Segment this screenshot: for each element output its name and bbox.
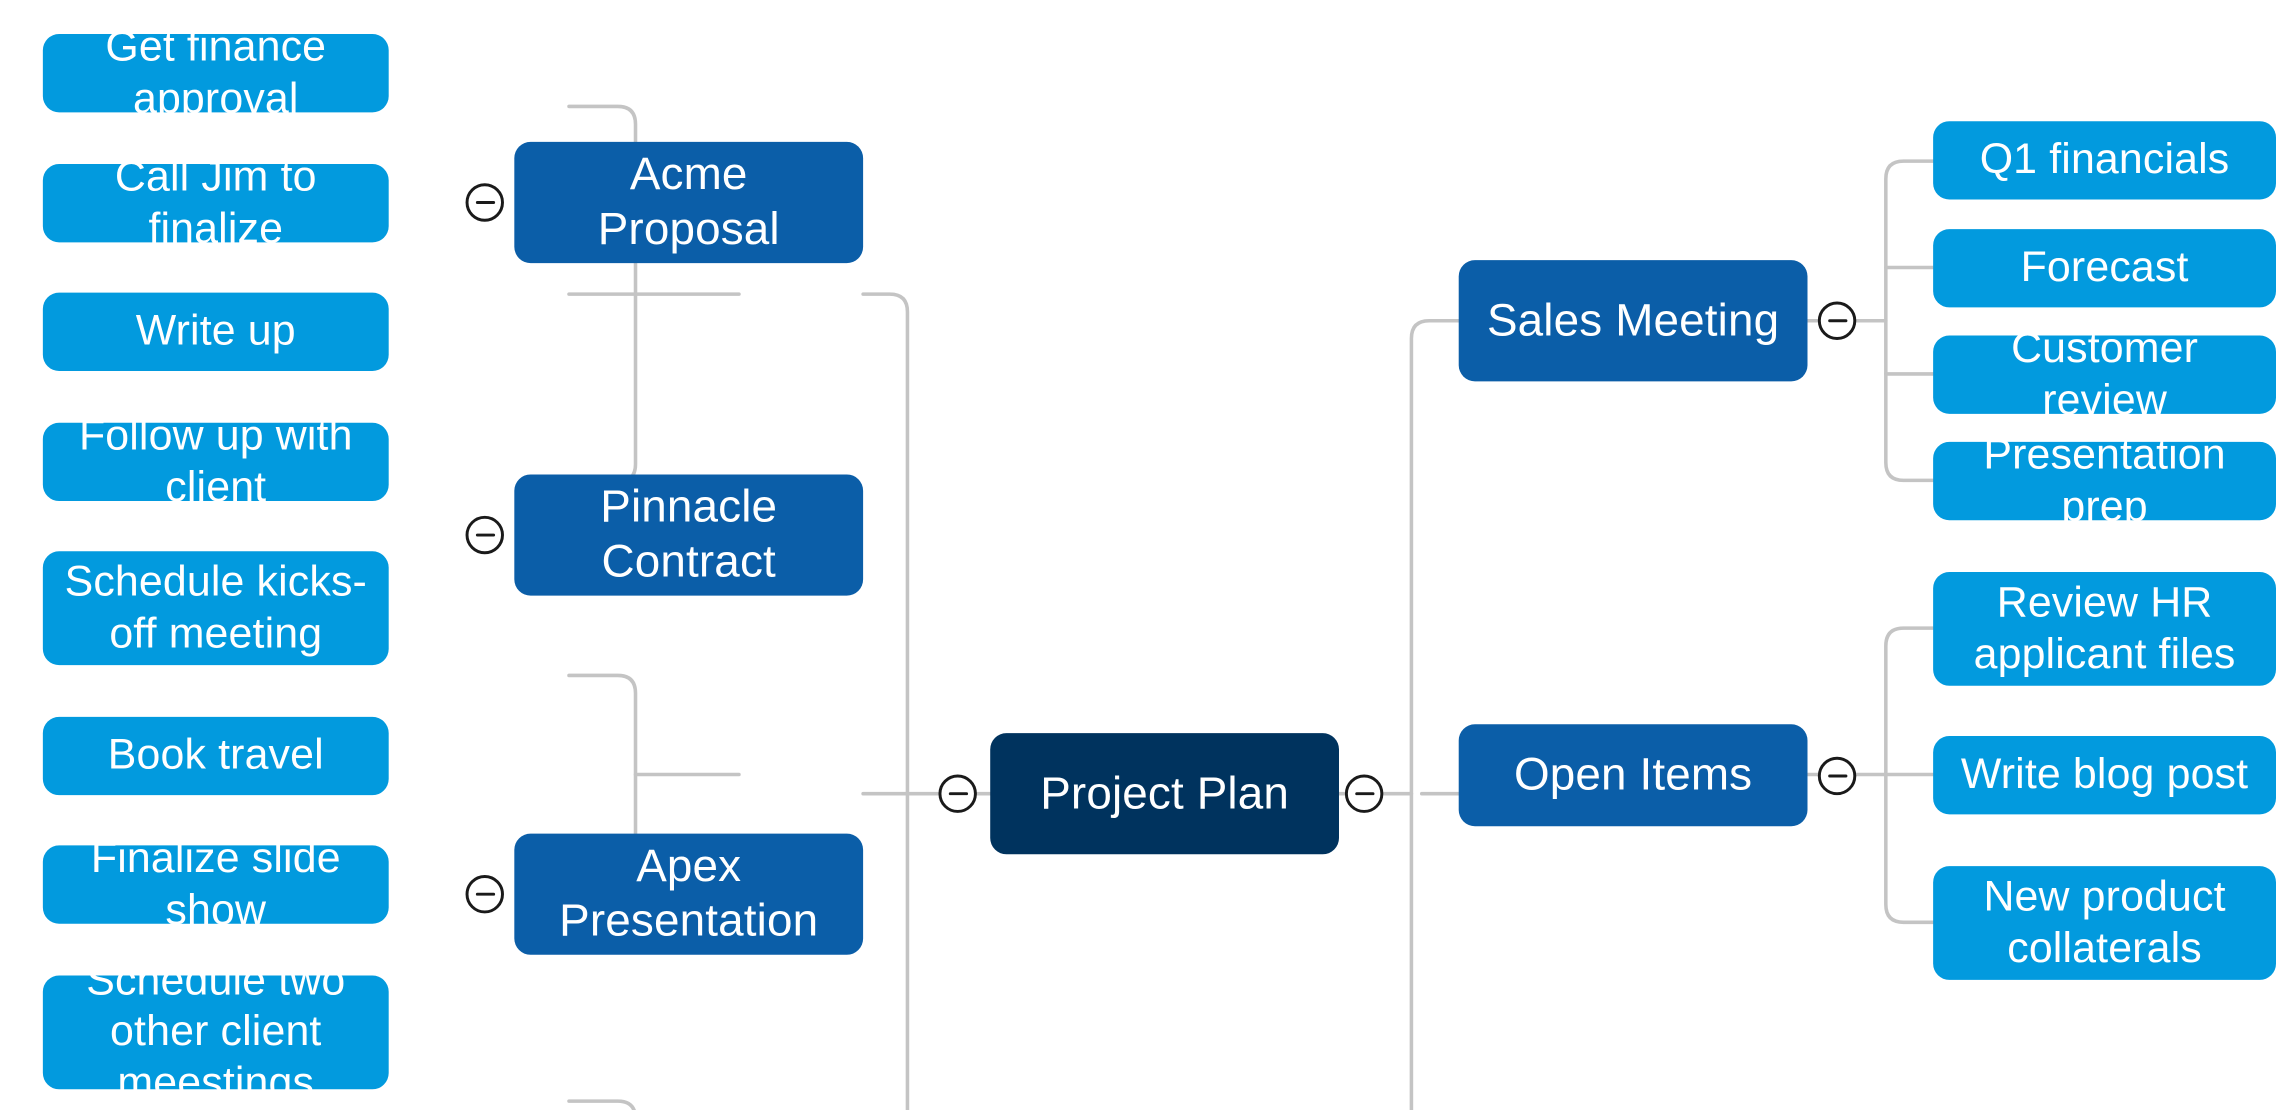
- leaf-new-product-collaterals[interactable]: New product collaterals: [1933, 866, 2276, 980]
- leaf-review-hr-applicant-files[interactable]: Review HR applicant files: [1933, 571, 2276, 686]
- connector-sales-children-spine: [1884, 159, 1935, 483]
- leaf-label: Finalize slide show: [90, 835, 341, 934]
- leaf-customer-review[interactable]: Customer review: [1933, 326, 2276, 423]
- leaf-label: Review HR applicant files: [1973, 579, 2236, 678]
- leaf-label: Call Jim to finalize: [114, 154, 317, 253]
- branch-pinnacle-contract[interactable]: Pinnacle Contract: [514, 474, 864, 596]
- leaf-label: Customer review: [2011, 325, 2199, 424]
- collapse-minus-icon-acme-proposal[interactable]: [465, 183, 504, 222]
- leaf-label: Schedule two other client meestings: [86, 958, 346, 1107]
- branch-apex-presentation[interactable]: Apex Presentation: [514, 833, 864, 955]
- collapse-minus-icon-root-right[interactable]: [1344, 774, 1384, 813]
- collapse-minus-icon-apex-presentation[interactable]: [465, 874, 504, 914]
- leaf-q1-financials[interactable]: Q1 financials: [1933, 121, 2276, 200]
- connector-right-branch-spine: [1409, 318, 1461, 1110]
- branch-label: Open Items: [1513, 748, 1753, 800]
- leaf-label: Schedule kicks-off meeting: [64, 559, 367, 657]
- branch-label: Apex Presentation: [559, 840, 819, 946]
- leaf-schedule-kicks-off-meeting[interactable]: Schedule kicks-off meeting: [42, 551, 389, 666]
- leaf-label: Write up: [135, 308, 296, 356]
- root-label: Project Plan: [1040, 766, 1290, 819]
- leaf-label: Q1 financials: [1979, 136, 2230, 184]
- collapse-minus-icon-root-left[interactable]: [938, 774, 977, 813]
- branch-label: Sales Meeting: [1486, 293, 1780, 346]
- leaf-follow-up-with-client[interactable]: Follow up with client: [42, 413, 389, 511]
- root-node-project-plan[interactable]: Project Plan: [990, 733, 1339, 855]
- leaf-forecast[interactable]: Forecast: [1933, 229, 2276, 308]
- leaf-finalize-slide-show[interactable]: Finalize slide show: [42, 836, 389, 933]
- collapse-minus-icon-open-items[interactable]: [1817, 756, 1857, 796]
- branch-sales-meeting[interactable]: Sales Meeting: [1458, 260, 1808, 382]
- leaf-label: Forecast: [2020, 244, 2189, 292]
- leaf-label: Follow up with client: [78, 412, 353, 511]
- branch-open-items[interactable]: Open Items: [1458, 724, 1808, 827]
- leaf-schedule-two-other-client-meestings[interactable]: Schedule two other client meestings: [42, 958, 389, 1106]
- branch-acme-proposal[interactable]: Acme Proposal: [514, 141, 864, 264]
- leaf-write-up[interactable]: Write up: [42, 292, 389, 371]
- leaf-label: Book travel: [107, 732, 324, 780]
- branch-label: Acme Proposal: [597, 148, 780, 255]
- leaf-presentation-prep[interactable]: Presentation prep: [1933, 432, 2276, 530]
- branch-label: Pinnacle Contract: [600, 480, 778, 587]
- leaf-call-jim-to-finalize[interactable]: Call Jim to finalize: [42, 154, 389, 252]
- connector-left-branch-spine: [861, 292, 910, 1110]
- collapse-minus-icon-sales-meeting[interactable]: [1817, 301, 1857, 340]
- leaf-write-blog-post[interactable]: Write blog post: [1933, 736, 2276, 815]
- collapse-minus-icon-pinnacle-contract[interactable]: [465, 515, 504, 555]
- leaf-label: Get finance approval: [105, 24, 327, 122]
- leaf-get-finance-approval[interactable]: Get finance approval: [42, 24, 389, 122]
- leaf-book-travel[interactable]: Book travel: [42, 716, 389, 796]
- leaf-label: Write blog post: [1960, 751, 2249, 799]
- leaf-label: Presentation prep: [1983, 432, 2226, 530]
- leaf-label: New product collaterals: [1983, 873, 2226, 972]
- connector-apex-children: [567, 1099, 636, 1110]
